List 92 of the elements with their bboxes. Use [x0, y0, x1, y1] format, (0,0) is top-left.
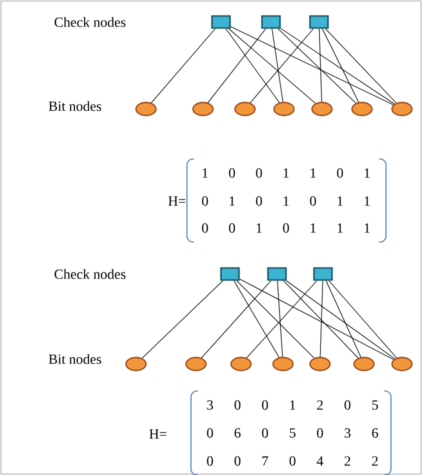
connector-line [226, 28, 280, 103]
connector-line [286, 280, 396, 360]
bit-node-ellipse [192, 102, 214, 116]
matrix-entry: 0 [234, 400, 240, 410]
matrix-entry: 1 [256, 223, 262, 233]
connector-line [325, 28, 397, 104]
bit-node-ellipse [353, 356, 375, 372]
matrix-entry: 4 [316, 456, 324, 466]
matrix-entry: 0 [283, 223, 289, 233]
matrix-entry: 0 [234, 456, 240, 466]
matrix-entry: 3 [207, 400, 213, 410]
bit-node-ellipse [234, 102, 256, 116]
matrix-entry: 0 [344, 400, 350, 410]
connector-line [228, 28, 316, 104]
matrix-entry: 1 [202, 168, 208, 178]
connector-line [328, 280, 397, 358]
matrix-entry: 0 [229, 168, 235, 178]
connector-line [272, 28, 284, 102]
connector-line [250, 28, 314, 104]
bit-node-ellipse [273, 102, 295, 116]
matrix-entry: 0 [262, 400, 268, 410]
connector-line [318, 28, 322, 102]
matrix-entry: 0 [202, 196, 208, 206]
matrix-entry: 1 [310, 223, 316, 233]
bit-node-ellipse [230, 356, 252, 372]
matrix-entry: 0 [310, 196, 316, 206]
bit-node-ellipse [185, 356, 207, 372]
check-node-square [261, 15, 281, 29]
bit-node-ellipse [311, 102, 333, 116]
matrix-entry: 1 [338, 223, 343, 233]
matrix-entry: 1 [338, 196, 343, 206]
matrix-entry: 1 [364, 196, 370, 206]
connector-line [322, 28, 359, 103]
connector-line [278, 28, 356, 104]
matrix-entry: 2 [372, 456, 378, 466]
connector-line [142, 280, 224, 358]
matrix-entry: 3 [344, 428, 350, 438]
row-label: Bit nodes [48, 101, 102, 111]
connector-line [280, 28, 395, 104]
matrix-entry: 0 [337, 168, 343, 178]
matrix-entry: 1 [290, 400, 296, 410]
connector-line [236, 280, 314, 358]
matrix-entry: 1 [364, 168, 370, 178]
matrix-entry: 5 [290, 428, 296, 438]
matrix-entry: 1 [364, 223, 370, 233]
matrix-entry: 2 [344, 456, 350, 466]
connector-line [201, 280, 272, 358]
matrix-entry: 0 [290, 456, 296, 466]
matrix-entry: 1 [230, 196, 235, 206]
connector-line [151, 28, 216, 104]
matrix-entry: 0 [262, 428, 268, 438]
matrix-entry: 2 [317, 400, 323, 410]
matrix-entry: 0 [207, 456, 213, 466]
bit-node-ellipse [351, 102, 373, 116]
connector-line [320, 280, 324, 358]
connector-line [239, 278, 394, 360]
matrix-entry: 0 [229, 223, 235, 233]
connector-line [234, 280, 280, 358]
connector-line [277, 280, 283, 358]
matrix-entry: 1 [284, 168, 289, 178]
check-node-square [313, 267, 333, 281]
matrix-entry: 0 [207, 428, 213, 438]
check-node-square [211, 15, 231, 29]
matrix-entry: 7 [262, 456, 268, 466]
check-node-square [309, 15, 329, 29]
bit-node-ellipse [391, 102, 413, 116]
check-node-square [220, 267, 240, 281]
matrix-entry: 1 [284, 196, 289, 206]
matrix-entry: 5 [372, 400, 378, 410]
matrix-entry: 0 [256, 168, 262, 178]
bit-node-ellipse [391, 356, 413, 372]
matrix-entry: 0 [256, 196, 262, 206]
row-label: Check nodes [54, 269, 126, 279]
connector-line [230, 26, 394, 106]
bit-node-ellipse [135, 102, 157, 116]
matrix-name: H= [149, 429, 166, 439]
matrix-entry: 6 [372, 428, 378, 438]
connector-line [326, 280, 362, 358]
check-node-square [267, 267, 287, 281]
bit-node-ellipse [272, 356, 294, 372]
connector-line [283, 280, 359, 358]
matrix-name: H= [168, 196, 186, 206]
bit-node-ellipse [125, 356, 147, 372]
matrix-entry: 6 [234, 428, 241, 438]
bit-node-ellipse [309, 356, 331, 372]
connector-line [208, 28, 266, 103]
row-label: Bit nodes [48, 354, 102, 364]
connector-line [246, 280, 318, 358]
matrix-entry: 0 [202, 223, 208, 233]
row-label: Check nodes [54, 17, 126, 27]
matrix-entry: 0 [317, 428, 323, 438]
matrix-entry: 1 [310, 168, 316, 178]
